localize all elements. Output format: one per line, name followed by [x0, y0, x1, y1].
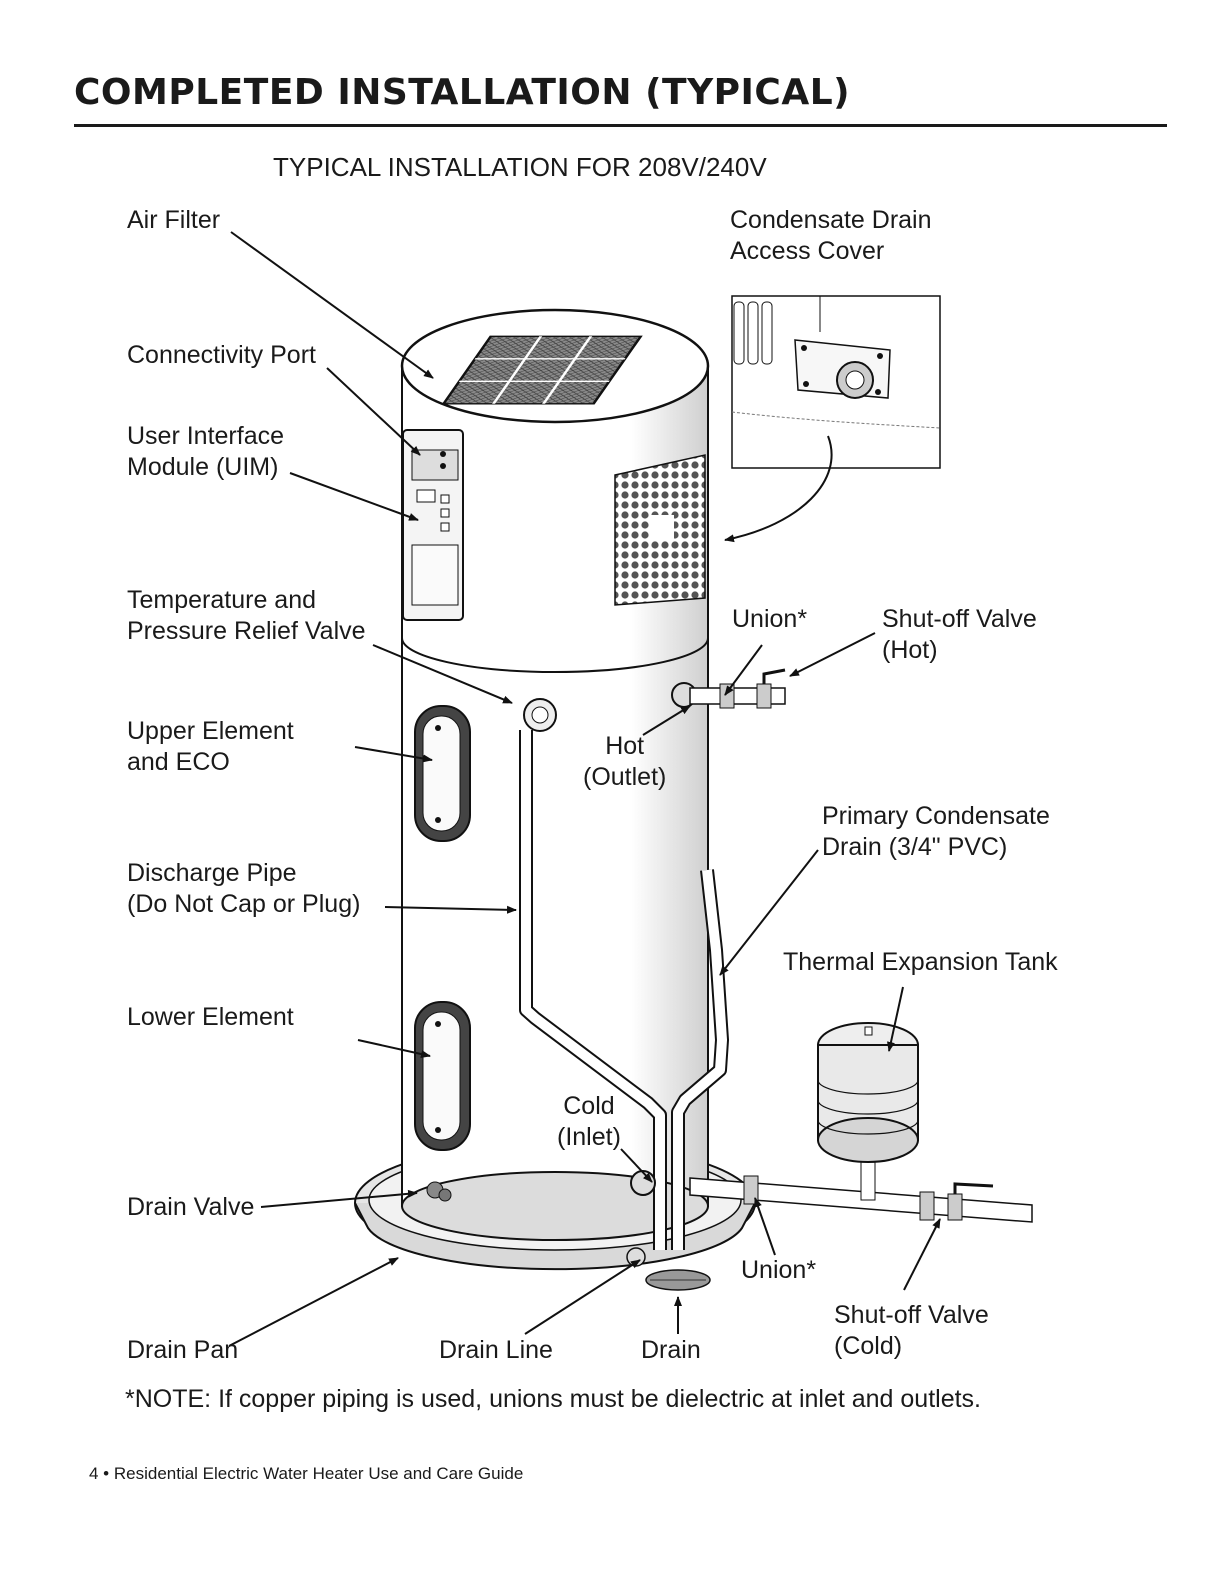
dielectric-note: *NOTE: If copper piping is used, unions …: [125, 1385, 982, 1413]
label-primary-condensate-line2: Drain (3/4" PVC): [822, 833, 1008, 861]
lower-element-cover: [414, 1001, 471, 1151]
label-uim-line1: User Interface: [127, 422, 285, 450]
label-hot-outlet-line2: (Outlet): [583, 763, 667, 791]
label-discharge-pipe: Discharge Pipe (Do Not Cap or Plug): [127, 858, 360, 920]
label-connectivity-port: Connectivity Port: [127, 341, 316, 369]
label-primary-condensate: Primary Condensate Drain (3/4" PVC): [822, 801, 1050, 863]
label-lower-element: Lower Element: [127, 1003, 294, 1031]
condensate-drain-pipe: [671, 869, 729, 1250]
drain-valve-graphic: [426, 1181, 452, 1202]
label-upper-element-line2: and ECO: [127, 748, 230, 776]
diagram-subtitle: TYPICAL INSTALLATION FOR 208V/240V: [273, 152, 767, 182]
label-primary-condensate-line1: Primary Condensate: [822, 802, 1050, 830]
label-shutoff-hot: Shut-off Valve (Hot): [882, 604, 1037, 666]
condensate-cover-inset: [731, 295, 941, 469]
label-discharge-pipe-line1: Discharge Pipe: [127, 859, 297, 887]
label-shutoff-cold: Shut-off Valve (Cold): [834, 1300, 989, 1362]
label-hot-outlet-line1: Hot: [605, 732, 645, 760]
label-tp-valve-line2: Pressure Relief Valve: [127, 617, 366, 645]
label-cold-inlet-line2: (Inlet): [557, 1123, 621, 1151]
label-discharge-pipe-line2: (Do Not Cap or Plug): [127, 890, 361, 918]
page-footer: 4 • Residential Electric Water Heater Us…: [89, 1464, 524, 1483]
label-drain-line: Drain Line: [439, 1336, 553, 1364]
label-upper-element-line1: Upper Element: [127, 717, 294, 745]
label-condensate-cover-line1: Condensate Drain: [730, 206, 932, 234]
upper-element-cover: [414, 705, 471, 842]
label-drain-valve: Drain Valve: [127, 1193, 255, 1221]
leader-lines: [228, 231, 941, 1347]
page-title: COMPLETED INSTALLATION (TYPICAL): [74, 72, 851, 113]
label-shutoff-hot-line1: Shut-off Valve: [882, 605, 1037, 633]
label-uim-line2: Module (UIM): [127, 453, 279, 481]
label-hot-outlet: Hot (Outlet): [583, 731, 666, 793]
label-shutoff-hot-line2: (Hot): [882, 636, 938, 664]
label-union-hot: Union*: [732, 605, 808, 633]
label-condensate-cover: Condensate Drain Access Cover: [730, 205, 932, 267]
label-tp-valve: Temperature and Pressure Relief Valve: [127, 585, 366, 647]
vent-grille: [614, 454, 706, 606]
label-union-cold: Union*: [741, 1256, 817, 1284]
cold-inlet-assembly: [630, 1161, 1033, 1223]
label-thermal-tank: Thermal Expansion Tank: [783, 948, 1058, 976]
uim-panel: [402, 429, 464, 621]
label-upper-element: Upper Element and ECO: [127, 716, 294, 778]
label-cold-inlet: Cold (Inlet): [557, 1091, 621, 1153]
title-rule: [74, 124, 1167, 127]
label-tp-valve-line1: Temperature and: [127, 586, 317, 614]
label-drain: Drain: [641, 1336, 701, 1364]
label-uim: User Interface Module (UIM): [127, 421, 284, 483]
expansion-tank-graphic: [817, 1022, 919, 1163]
label-shutoff-cold-line1: Shut-off Valve: [834, 1301, 989, 1329]
label-drain-pan: Drain Pan: [127, 1336, 239, 1364]
label-air-filter: Air Filter: [127, 206, 221, 234]
label-cold-inlet-line1: Cold: [563, 1092, 615, 1120]
air-filter-graphic: [441, 335, 643, 405]
tp-valve-discharge-pipe: [519, 698, 667, 1250]
label-shutoff-cold-line2: (Cold): [834, 1332, 903, 1360]
label-condensate-cover-line2: Access Cover: [730, 237, 885, 265]
